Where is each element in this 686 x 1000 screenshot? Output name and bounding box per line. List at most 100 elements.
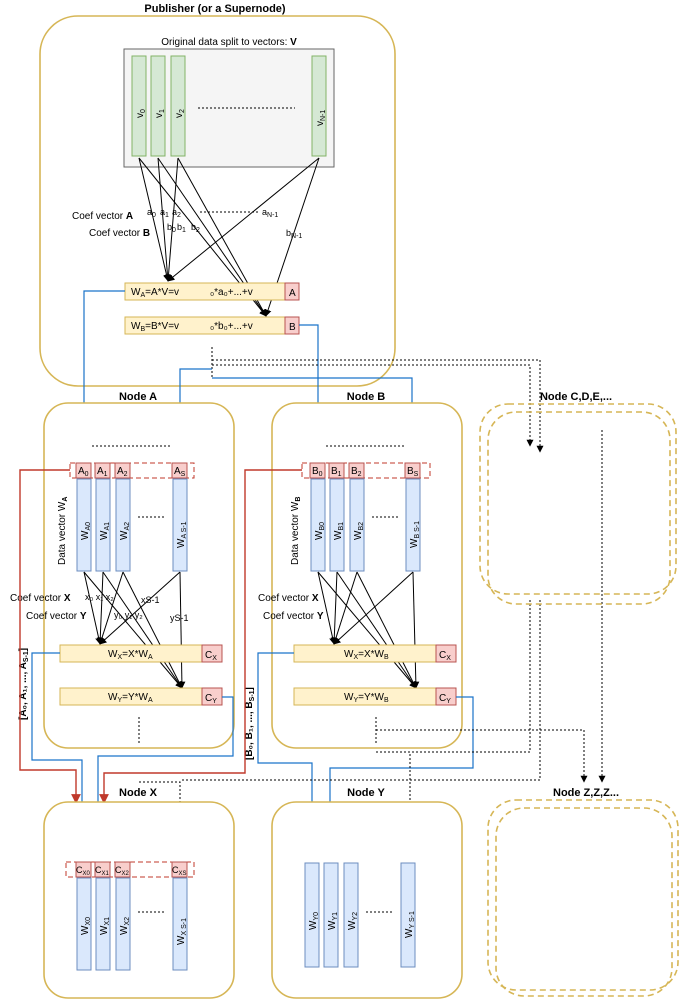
svg-text:CX1: CX1: [95, 865, 110, 877]
node-a-tag-s: AS: [171, 462, 188, 479]
node-cde-title: Node C,D,E,...: [540, 391, 612, 403]
node-a-coef-xs: xS-1: [141, 595, 160, 605]
svg-text:AS: AS: [174, 466, 186, 478]
svg-text:WA S-1: WA S-1: [176, 521, 188, 548]
node-a-coef-y-items: y₀ y₁ y₂: [114, 610, 143, 620]
node-cde-frame-inner: [487, 411, 671, 605]
node-b-tag-0: B0: [309, 462, 326, 479]
svg-text:A1: A1: [97, 466, 108, 478]
wb-formula-bar: WB=B*V=v ₀*b₀+...+v B: [124, 316, 300, 335]
node-x-frame: [43, 801, 235, 999]
svg-text:A0: A0: [78, 466, 89, 478]
node-zzz-frame-inner: [495, 807, 673, 997]
node-a-title: Node A: [119, 391, 157, 403]
svg-text:WA0: WA0: [80, 522, 92, 540]
node-a-data-vector-label: Data vector WA: [57, 497, 69, 565]
svg-text:CX: CX: [439, 650, 451, 662]
svg-text:WA1: WA1: [99, 522, 111, 540]
svg-text:WX0: WX0: [80, 917, 92, 935]
node-x-vector-0: WX0: [76, 877, 92, 971]
node-x-box: Node X CX0 CX1 CX2 CXS WX0 WX1 WX2 WX S-…: [43, 787, 235, 999]
svg-text:B1: B1: [331, 466, 342, 478]
svg-text:v1: v1: [154, 109, 166, 118]
svg-text:WX1: WX1: [99, 917, 111, 935]
node-zzz-frame-outer: [487, 799, 679, 991]
node-b-wy-bar: WY=Y*WB CY: [293, 687, 457, 706]
vector-v1: v1: [150, 55, 166, 157]
svg-text:WY2: WY2: [347, 912, 359, 930]
node-b-coef-lines: [317, 571, 420, 689]
node-b-tag-band: [301, 462, 431, 479]
node-a-coef-ys: yS-1: [170, 613, 189, 623]
coef-a2: a2: [172, 207, 181, 219]
node-a-tag-2: A2: [114, 462, 131, 479]
node-x-vector-1: WX1: [95, 877, 111, 971]
node-cde-frame-outer: [479, 403, 677, 595]
node-b-data-vector-label: Data vector WB: [290, 497, 302, 565]
node-a-tag-1: A1: [94, 462, 111, 479]
wa-tag: A: [289, 288, 296, 299]
vector-vn1: vN-1: [311, 55, 327, 157]
svg-text:WB0: WB0: [314, 522, 326, 540]
node-b-wx-bar: WX=X*WB CX: [293, 644, 457, 663]
node-y-frame: [271, 801, 463, 999]
nodes-to-xy-lines: [31, 652, 474, 863]
svg-text:WX=X*WB: WX=X*WB: [344, 649, 389, 661]
svg-text:CY: CY: [205, 693, 217, 705]
node-a-box: Node A A0 A1 A2 AS WA0 WA1 WA2 WA S-1 Da…: [10, 391, 235, 749]
node-cde-box: Node C,D,E,...: [479, 391, 677, 605]
svg-text:v2: v2: [174, 109, 186, 118]
red-tag-lines: [19, 469, 302, 804]
coef-an1: aN-1: [262, 207, 278, 219]
svg-text:CY: CY: [439, 693, 451, 705]
svg-text:B0: B0: [312, 466, 323, 478]
svg-text:vN-1: vN-1: [315, 110, 327, 126]
coef-b2: b2: [191, 222, 200, 234]
node-a-vector-0: WA0: [76, 478, 92, 572]
svg-text:WY0: WY0: [308, 912, 320, 930]
node-b-tag-1: B1: [328, 462, 345, 479]
svg-text:CXS: CXS: [172, 865, 187, 877]
svg-text:WX2: WX2: [119, 917, 131, 935]
node-b-vector-s1: WB S-1: [405, 478, 421, 572]
coef-vector-b-label: Coef vector B: [89, 228, 150, 239]
vector-v0: v0: [131, 55, 147, 157]
svg-text:WA2: WA2: [119, 522, 131, 540]
node-a-coef-x-items: x₀ x₁ x₂: [85, 592, 114, 602]
node-a-vector-1: WA1: [95, 478, 111, 572]
wb-tag: B: [289, 322, 296, 333]
node-b-vector-2: WB2: [349, 478, 365, 572]
node-b-title: Node B: [347, 391, 386, 403]
node-y-vector-1: WY1: [323, 862, 339, 968]
node-y-vector-2: WY2: [343, 862, 359, 968]
svg-text:WY1: WY1: [327, 912, 339, 930]
node-b-box: Node B B0 B1 B2 BS WB0 WB1 WB2 WB S-1 Da…: [258, 391, 463, 749]
publisher-to-cde-lines: [212, 359, 544, 453]
node-b-coef-x-label: Coef vector X: [258, 593, 319, 604]
publisher-title: Publisher (or a Supernode): [144, 3, 286, 15]
svg-text:B2: B2: [351, 466, 362, 478]
node-a-wy-bar: WY=Y*WA CY: [59, 687, 223, 706]
node-x-tag-2: CX2: [114, 861, 131, 878]
node-a-tag-0: A0: [75, 462, 92, 479]
node-a-vector-2: WA2: [115, 478, 131, 572]
node-y-vector-s1: WY S-1: [400, 862, 416, 968]
node-y-title: Node Y: [347, 787, 385, 799]
svg-text:WB=B*V=v: WB=B*V=v: [131, 321, 179, 333]
svg-text:WY=Y*WB: WY=Y*WB: [344, 692, 389, 704]
node-b-tag-2: B2: [348, 462, 365, 479]
svg-text:WA=A*V=v: WA=A*V=v: [131, 287, 179, 299]
node-a-vector-s1: WA S-1: [172, 478, 188, 572]
node-x-vector-s1: WX S-1: [172, 877, 188, 971]
node-x-title: Node X: [119, 787, 158, 799]
publisher-box: Publisher (or a Supernode) Original data…: [39, 3, 396, 387]
coef-bn1: bN-1: [286, 228, 302, 240]
coef-b1: b1: [177, 222, 186, 234]
node-a-tag-band: [69, 462, 195, 479]
node-b-tag-s: BS: [404, 462, 421, 479]
svg-text:WY S-1: WY S-1: [404, 911, 416, 938]
node-a-side-label: [A₀, A₁, ..., AS-1]: [18, 648, 30, 720]
svg-text:WX=X*WA: WX=X*WA: [108, 649, 153, 661]
node-b-vector-1: WB1: [329, 478, 345, 572]
